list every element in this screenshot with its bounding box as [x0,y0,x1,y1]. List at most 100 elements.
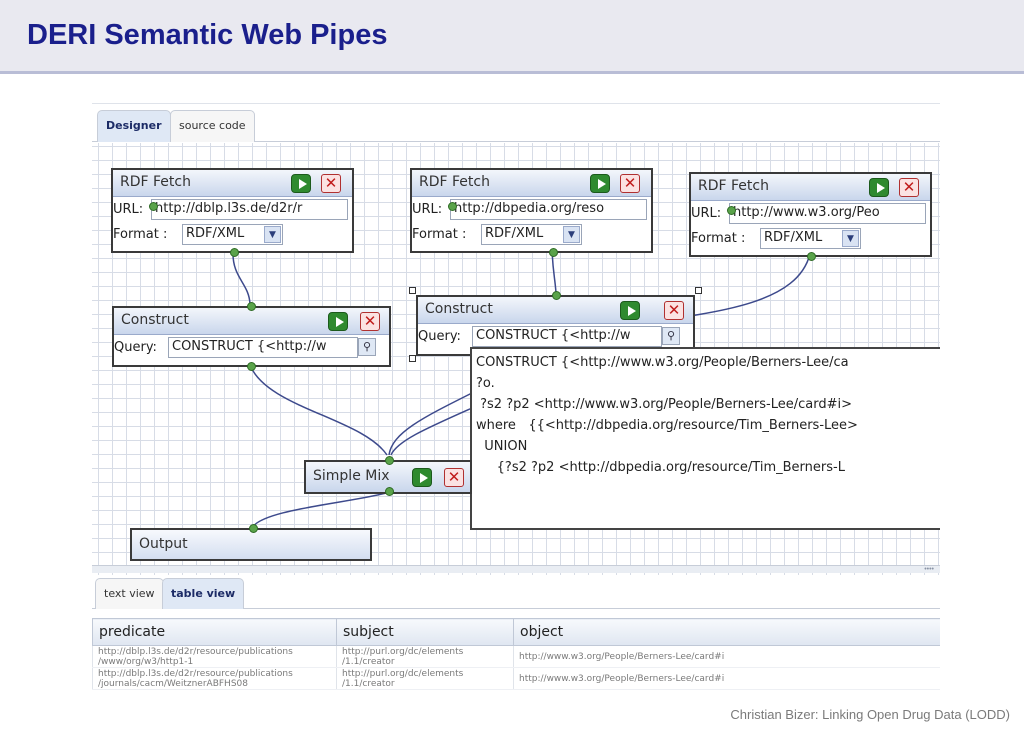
input-port[interactable] [249,524,258,533]
url-row: URL: http://dbpedia.org/reso [412,197,651,222]
subject-cell: http://purl.org/dc/elements /1.1/creator [336,667,514,690]
rdf-fetch-module-2[interactable]: RDF Fetch ✕ URL: http://dbpedia.org/reso… [410,168,653,257]
wire-construct2-mix-b [390,407,473,456]
tab-source-code[interactable]: source code [170,110,255,142]
table-row[interactable]: http://dblp.l3s.de/d2r/resource/publicat… [92,645,940,668]
wire-mix-output [251,491,391,529]
query-label: Query: [418,329,461,344]
query-popup-textarea[interactable]: CONSTRUCT {<http://www.w3.org/People/Ber… [470,347,940,530]
grip-icon: •••• [924,566,934,573]
chevron-down-icon: ▼ [264,226,281,243]
input-port[interactable] [385,456,394,465]
column-header-predicate[interactable]: predicate [92,618,337,646]
resize-handle[interactable] [409,355,416,362]
close-icon[interactable]: ✕ [620,174,640,193]
close-icon[interactable]: ✕ [360,312,380,331]
url-input[interactable]: http://dblp.l3s.de/d2r/r [151,199,348,220]
slide-footer: Christian Bizer: Linking Open Drug Data … [730,707,1010,722]
popup-line: UNION [476,439,528,454]
query-input[interactable]: CONSTRUCT {<http://w [472,326,662,347]
format-label: Format : [113,227,168,242]
module-header: RDF Fetch ✕ [691,174,930,201]
column-header-object[interactable]: object [513,618,940,646]
module-title: RDF Fetch [419,174,490,190]
canvas-splitter[interactable]: •••• [92,565,940,573]
url-input[interactable]: http://dbpedia.org/reso [450,199,647,220]
format-select[interactable]: RDF/XML ▼ [760,228,861,249]
output-port[interactable] [549,248,558,257]
popup-line: {?s2 ?p2 <http://dbpedia.org/resource/Ti… [476,460,845,475]
chevron-down-icon: ▼ [842,230,859,247]
search-icon[interactable]: ⚲ [358,338,376,356]
wire-construct2-mix-a [388,392,473,456]
construct-module-1[interactable]: Construct ✕ Query: CONSTRUCT {<http://w … [112,302,391,371]
format-value: RDF/XML [764,230,823,245]
module-title: RDF Fetch [698,178,769,194]
table-row[interactable]: http://dblp.l3s.de/d2r/resource/publicat… [92,667,940,690]
format-value: RDF/XML [186,226,245,241]
output-port[interactable] [807,252,816,261]
input-port[interactable] [448,202,457,211]
table-header-row: predicate subject object [92,618,940,646]
format-label: Format : [412,227,467,242]
url-row: URL: http://dblp.l3s.de/d2r/r [113,197,352,222]
format-row: Format : RDF/XML ▼ [691,226,930,251]
construct-module-2[interactable]: Construct ✕ Query: CONSTRUCT {<http://w … [416,291,695,356]
run-icon[interactable] [590,174,610,193]
popup-line: CONSTRUCT {<http://www.w3.org/People/Ber… [476,355,849,370]
rdf-fetch-module-1[interactable]: RDF Fetch ✕ URL: http://dblp.l3s.de/d2r/… [111,168,354,257]
input-port[interactable] [552,291,561,300]
search-icon[interactable]: ⚲ [662,327,680,345]
module-title: RDF Fetch [120,174,191,190]
tab-designer[interactable]: Designer [97,110,171,142]
object-cell: http://www.w3.org/People/Berners-Lee/car… [513,667,940,690]
object-cell: http://www.w3.org/People/Berners-Lee/car… [513,645,940,668]
popup-line: ?o. [476,376,495,391]
module-header: Construct ✕ [418,297,693,324]
module-title: Construct [121,312,189,328]
query-row: Query: CONSTRUCT {<http://w ⚲ [114,335,389,360]
output-port[interactable] [247,362,256,371]
simple-mix-module[interactable]: Simple Mix ✕ [304,456,472,496]
resize-handle[interactable] [409,287,416,294]
close-icon[interactable]: ✕ [444,468,464,487]
popup-line: ?s2 ?p2 <http://www.w3.org/People/Berner… [476,397,852,412]
wire-construct1-mix [249,364,388,456]
close-icon[interactable]: ✕ [899,178,919,197]
results-table-container: predicate subject object http://dblp.l3s… [92,618,940,690]
tab-text-view[interactable]: text view [95,578,164,609]
module-header: RDF Fetch ✕ [113,170,352,197]
module-header: Output [132,530,370,559]
run-icon[interactable] [291,174,311,193]
input-port[interactable] [727,206,736,215]
column-header-subject[interactable]: subject [336,618,514,646]
result-tab-bar: text view table view [92,575,940,609]
run-icon[interactable] [620,301,640,320]
tab-table-view[interactable]: table view [162,578,245,609]
input-port[interactable] [149,202,158,211]
format-label: Format : [691,231,746,246]
query-input[interactable]: CONSTRUCT {<http://w [168,337,358,358]
run-icon[interactable] [328,312,348,331]
format-select[interactable]: RDF/XML ▼ [182,224,283,245]
pipes-editor-screenshot: Designer source code RDF Fetch ✕ URL: ht… [92,103,940,690]
pipe-canvas[interactable]: RDF Fetch ✕ URL: http://dblp.l3s.de/d2r/… [92,143,940,575]
close-icon[interactable]: ✕ [664,301,684,320]
predicate-cell: http://dblp.l3s.de/d2r/resource/publicat… [92,645,337,668]
format-select[interactable]: RDF/XML ▼ [481,224,582,245]
input-port[interactable] [247,302,256,311]
url-row: URL: http://www.w3.org/Peo [691,201,930,226]
url-label: URL: [691,206,722,221]
close-icon[interactable]: ✕ [321,174,341,193]
url-input[interactable]: http://www.w3.org/Peo [729,203,926,224]
slide-header: DERI Semantic Web Pipes [0,0,1024,74]
run-icon[interactable] [412,468,432,487]
output-port[interactable] [230,248,239,257]
rdf-fetch-module-3[interactable]: RDF Fetch ✕ URL: http://www.w3.org/Peo F… [689,172,932,261]
run-icon[interactable] [869,178,889,197]
url-label: URL: [412,202,443,217]
url-label: URL: [113,202,144,217]
output-module[interactable]: Output [130,524,372,561]
resize-handle[interactable] [695,287,702,294]
output-port[interactable] [385,487,394,496]
